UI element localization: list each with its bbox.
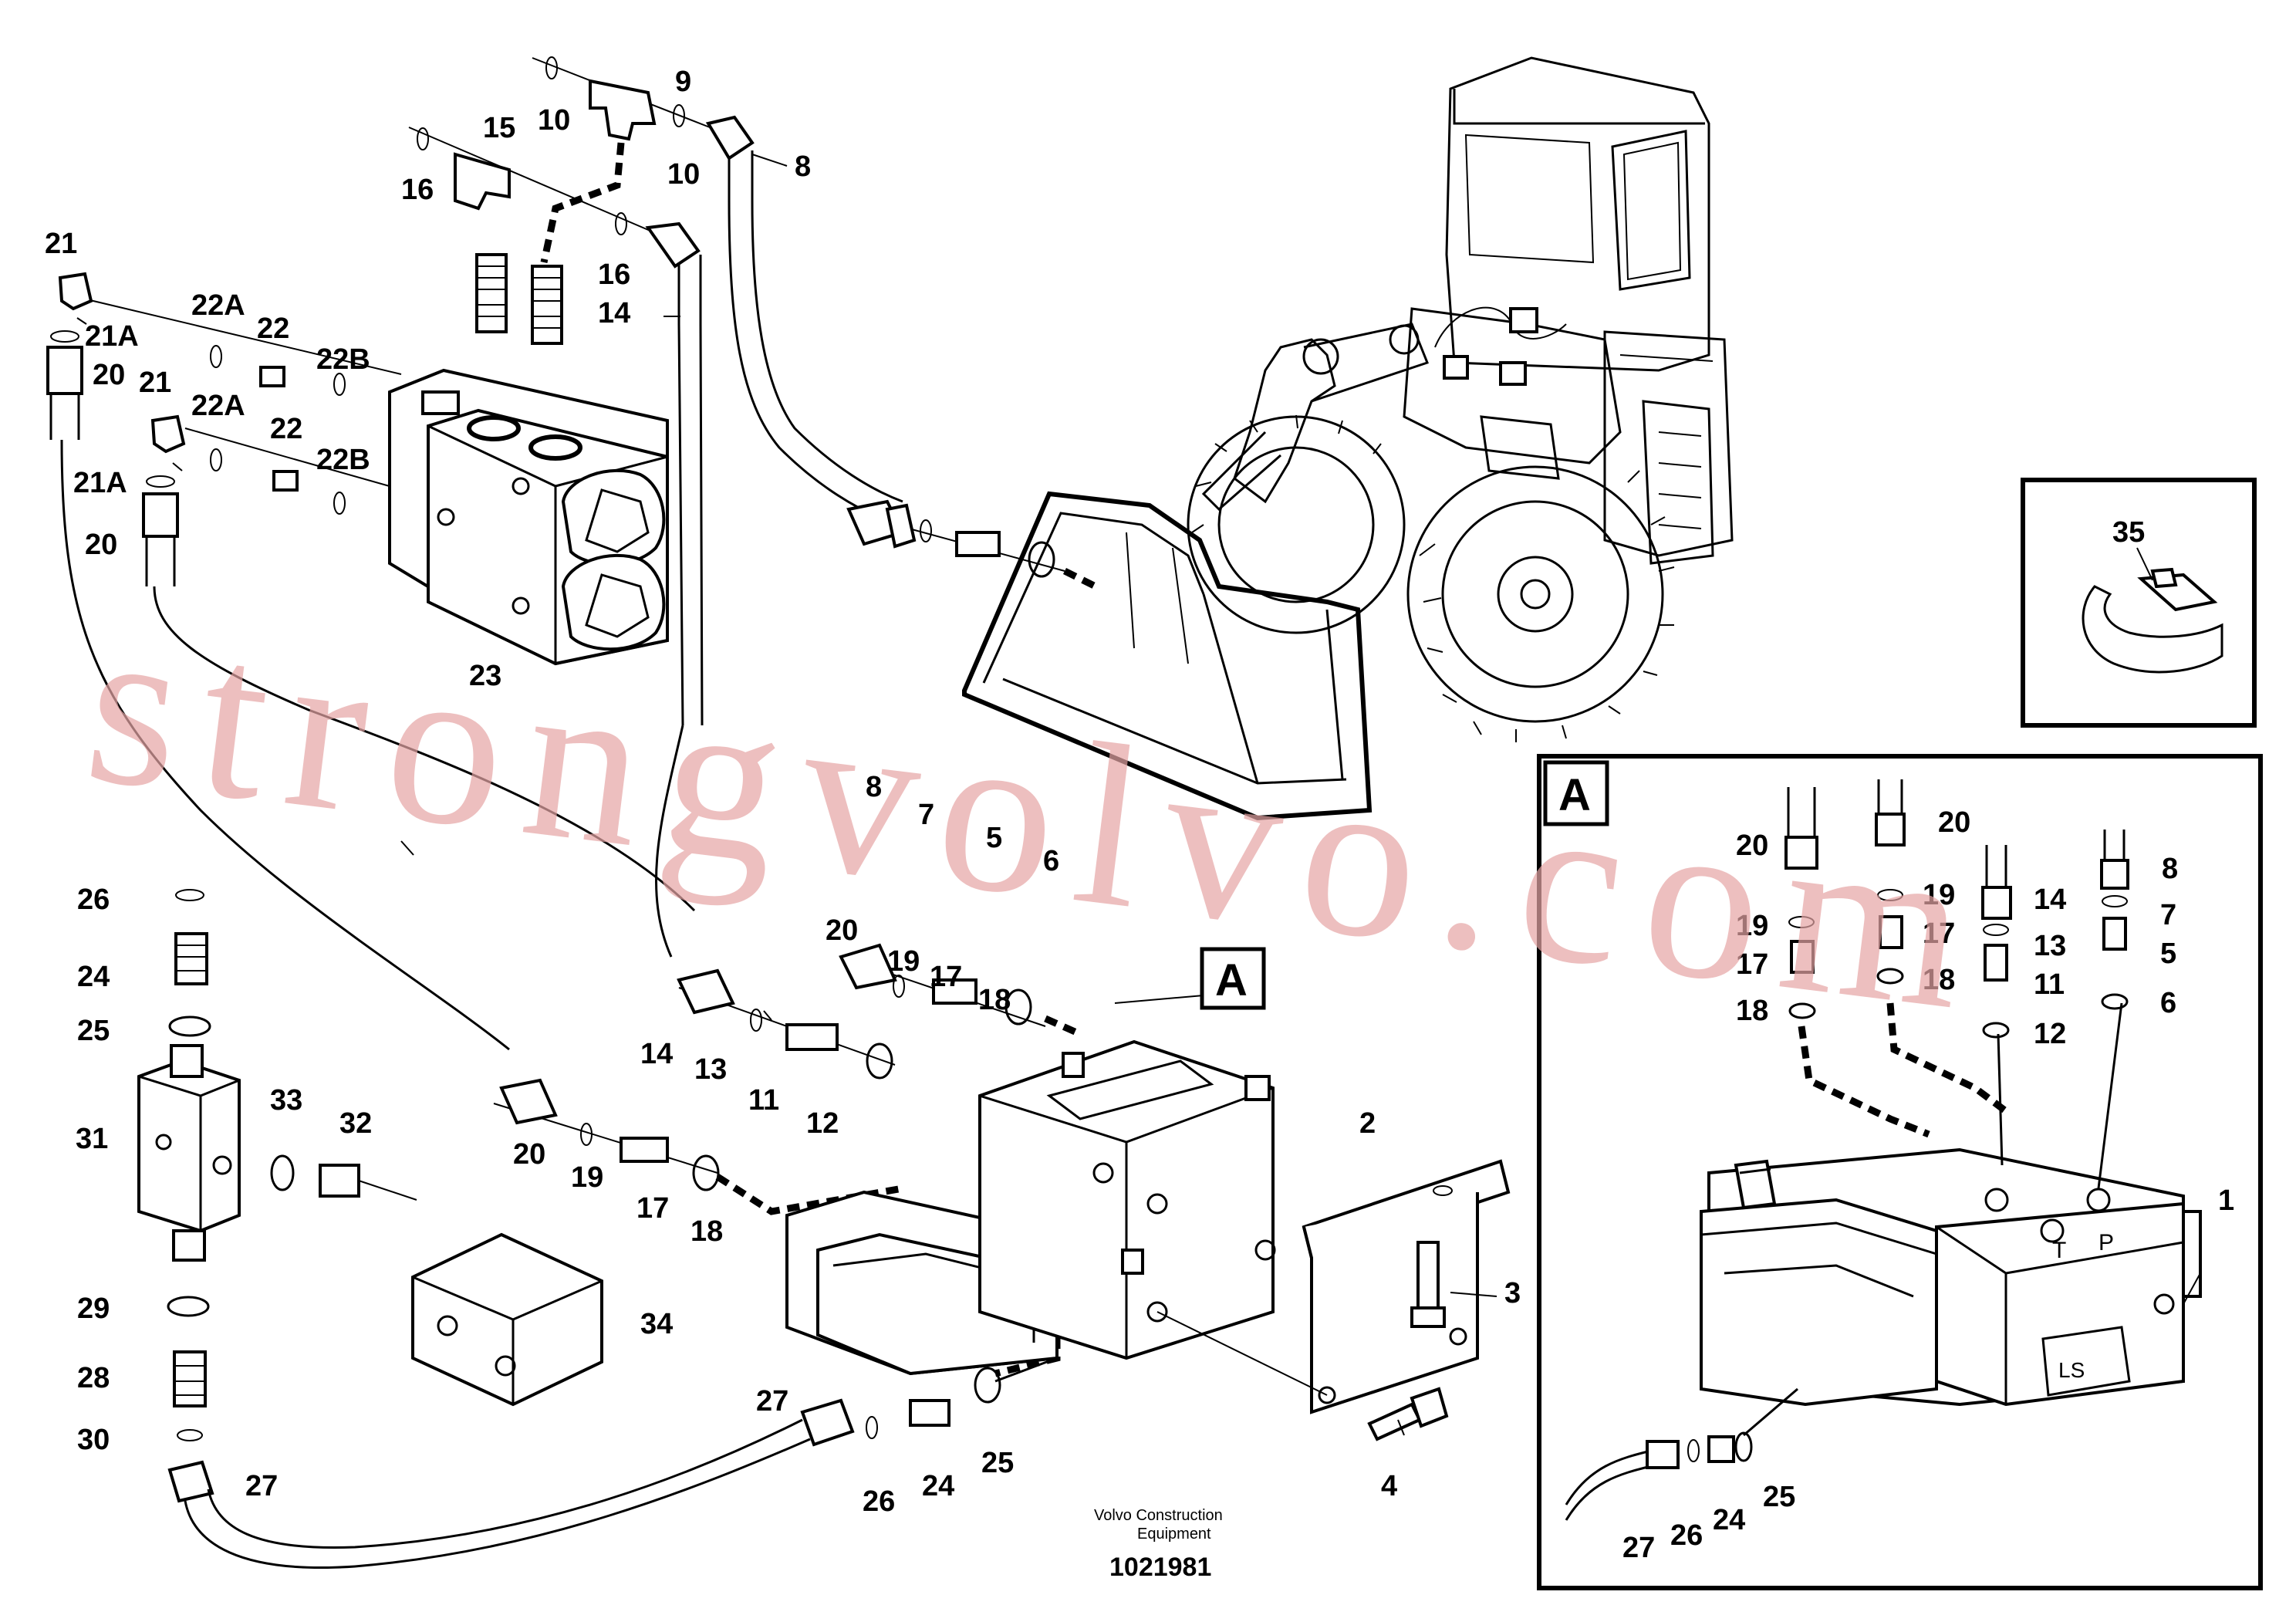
label-11: 11 — [748, 1084, 779, 1117]
detail-label-18: 18 — [1736, 995, 1768, 1027]
detail-label-20: 20 — [1736, 830, 1768, 862]
label-16: 16 — [401, 174, 434, 206]
port-mark-t: T — [2052, 1238, 2066, 1263]
label-19: 19 — [571, 1161, 603, 1194]
detail-view-A — [1537, 754, 2263, 1590]
detail-tag-text: A — [1215, 955, 1248, 1005]
label-20: 20 — [93, 359, 125, 391]
label-16: 16 — [598, 259, 630, 291]
detail-label-1: 1 — [2218, 1184, 2234, 1217]
leader-lines — [76, 154, 2201, 1436]
detail-label-26: 26 — [1670, 1519, 1703, 1552]
label-20: 20 — [85, 529, 117, 561]
part-labels: 21 21A 20 22A 22 22B 21 22A 22 22B 21A 2… — [45, 66, 2234, 1564]
document-number: 1021981 — [1109, 1553, 1211, 1582]
caption-line-2: Equipment — [1137, 1526, 1211, 1543]
port-mark-p: P — [2098, 1230, 2114, 1255]
label-22A: 22A — [191, 289, 245, 322]
caption-block: Volvo Construction Equipment 1021981 — [1094, 1507, 1223, 1582]
label-13: 13 — [694, 1053, 727, 1086]
label-20: 20 — [826, 914, 858, 947]
label-24: 24 — [922, 1470, 954, 1502]
label-20: 20 — [513, 1138, 545, 1171]
detail-reference-tag: A A — [1200, 770, 1591, 1010]
watermark: strongvolvo.com — [75, 573, 2001, 1061]
label-19: 19 — [887, 945, 920, 978]
label-3: 3 — [1504, 1277, 1521, 1309]
label-21A: 21A — [73, 467, 127, 499]
detail-label-14: 14 — [2034, 884, 2066, 916]
detail-label-17: 17 — [1736, 948, 1768, 981]
label-22A: 22A — [191, 390, 245, 422]
detail-box-title: A — [1558, 770, 1591, 820]
label-29: 29 — [77, 1293, 110, 1325]
label-34: 34 — [640, 1308, 673, 1340]
detail-label-8: 8 — [2162, 853, 2178, 885]
label-14: 14 — [598, 297, 630, 329]
label-26: 26 — [77, 884, 110, 916]
label-22B: 22B — [316, 343, 370, 376]
label-27: 27 — [756, 1385, 788, 1418]
detail-label-20: 20 — [1938, 806, 1970, 839]
valve-port-markings: T P LS — [2052, 1230, 2114, 1382]
label-35: 35 — [2112, 516, 2145, 549]
label-24: 24 — [77, 961, 110, 993]
label-7: 7 — [918, 799, 934, 831]
wheel-loader-illustration — [962, 56, 1734, 821]
label-21: 21 — [139, 367, 171, 399]
detail-label-19: 19 — [1923, 879, 1955, 911]
label-9: 9 — [675, 66, 691, 98]
label-10: 10 — [538, 104, 570, 137]
label-25: 25 — [981, 1447, 1014, 1479]
detail-label-12: 12 — [2034, 1018, 2066, 1050]
detail-label-11: 11 — [2034, 968, 2065, 1001]
fittings-lower-left — [137, 889, 1058, 1570]
label-22: 22 — [270, 413, 302, 445]
label-27: 27 — [245, 1470, 278, 1502]
label-17: 17 — [930, 961, 962, 993]
label-18: 18 — [690, 1215, 723, 1248]
label-25: 25 — [77, 1015, 110, 1047]
label-5: 5 — [986, 822, 1002, 854]
label-28: 28 — [77, 1362, 110, 1394]
label-22B: 22B — [316, 444, 370, 476]
detail-label-19: 19 — [1736, 910, 1768, 942]
label-2: 2 — [1359, 1107, 1376, 1140]
clamp-inset — [2021, 478, 2257, 728]
label-22: 22 — [257, 313, 289, 345]
label-21A: 21A — [85, 320, 139, 353]
label-15: 15 — [483, 112, 515, 144]
label-32: 32 — [339, 1107, 372, 1140]
detail-label-13: 13 — [2034, 930, 2066, 962]
label-23: 23 — [469, 660, 501, 692]
label-21: 21 — [45, 228, 77, 260]
detail-label-7: 7 — [2160, 899, 2176, 931]
label-12: 12 — [806, 1107, 839, 1140]
detail-label-18: 18 — [1923, 964, 1955, 996]
detail-label-17: 17 — [1923, 917, 1955, 950]
fittings-upper-left — [46, 56, 903, 726]
label-6: 6 — [1043, 845, 1059, 877]
label-31: 31 — [76, 1123, 108, 1155]
label-8: 8 — [795, 150, 811, 183]
label-10: 10 — [667, 158, 700, 191]
detail-label-27: 27 — [1622, 1532, 1655, 1564]
detail-label-6: 6 — [2160, 987, 2176, 1019]
label-18: 18 — [978, 984, 1011, 1016]
label-33: 33 — [270, 1084, 302, 1117]
detail-label-25: 25 — [1763, 1481, 1795, 1513]
caption-line-1: Volvo Construction — [1094, 1507, 1223, 1524]
detail-label-24: 24 — [1713, 1504, 1745, 1536]
label-14: 14 — [640, 1038, 673, 1070]
label-17: 17 — [636, 1192, 669, 1225]
label-4: 4 — [1381, 1470, 1397, 1502]
label-26: 26 — [863, 1485, 895, 1518]
label-8: 8 — [866, 771, 882, 803]
detail-label-5: 5 — [2160, 938, 2176, 970]
label-30: 30 — [77, 1424, 110, 1456]
port-mark-ls: LS — [2058, 1358, 2085, 1382]
